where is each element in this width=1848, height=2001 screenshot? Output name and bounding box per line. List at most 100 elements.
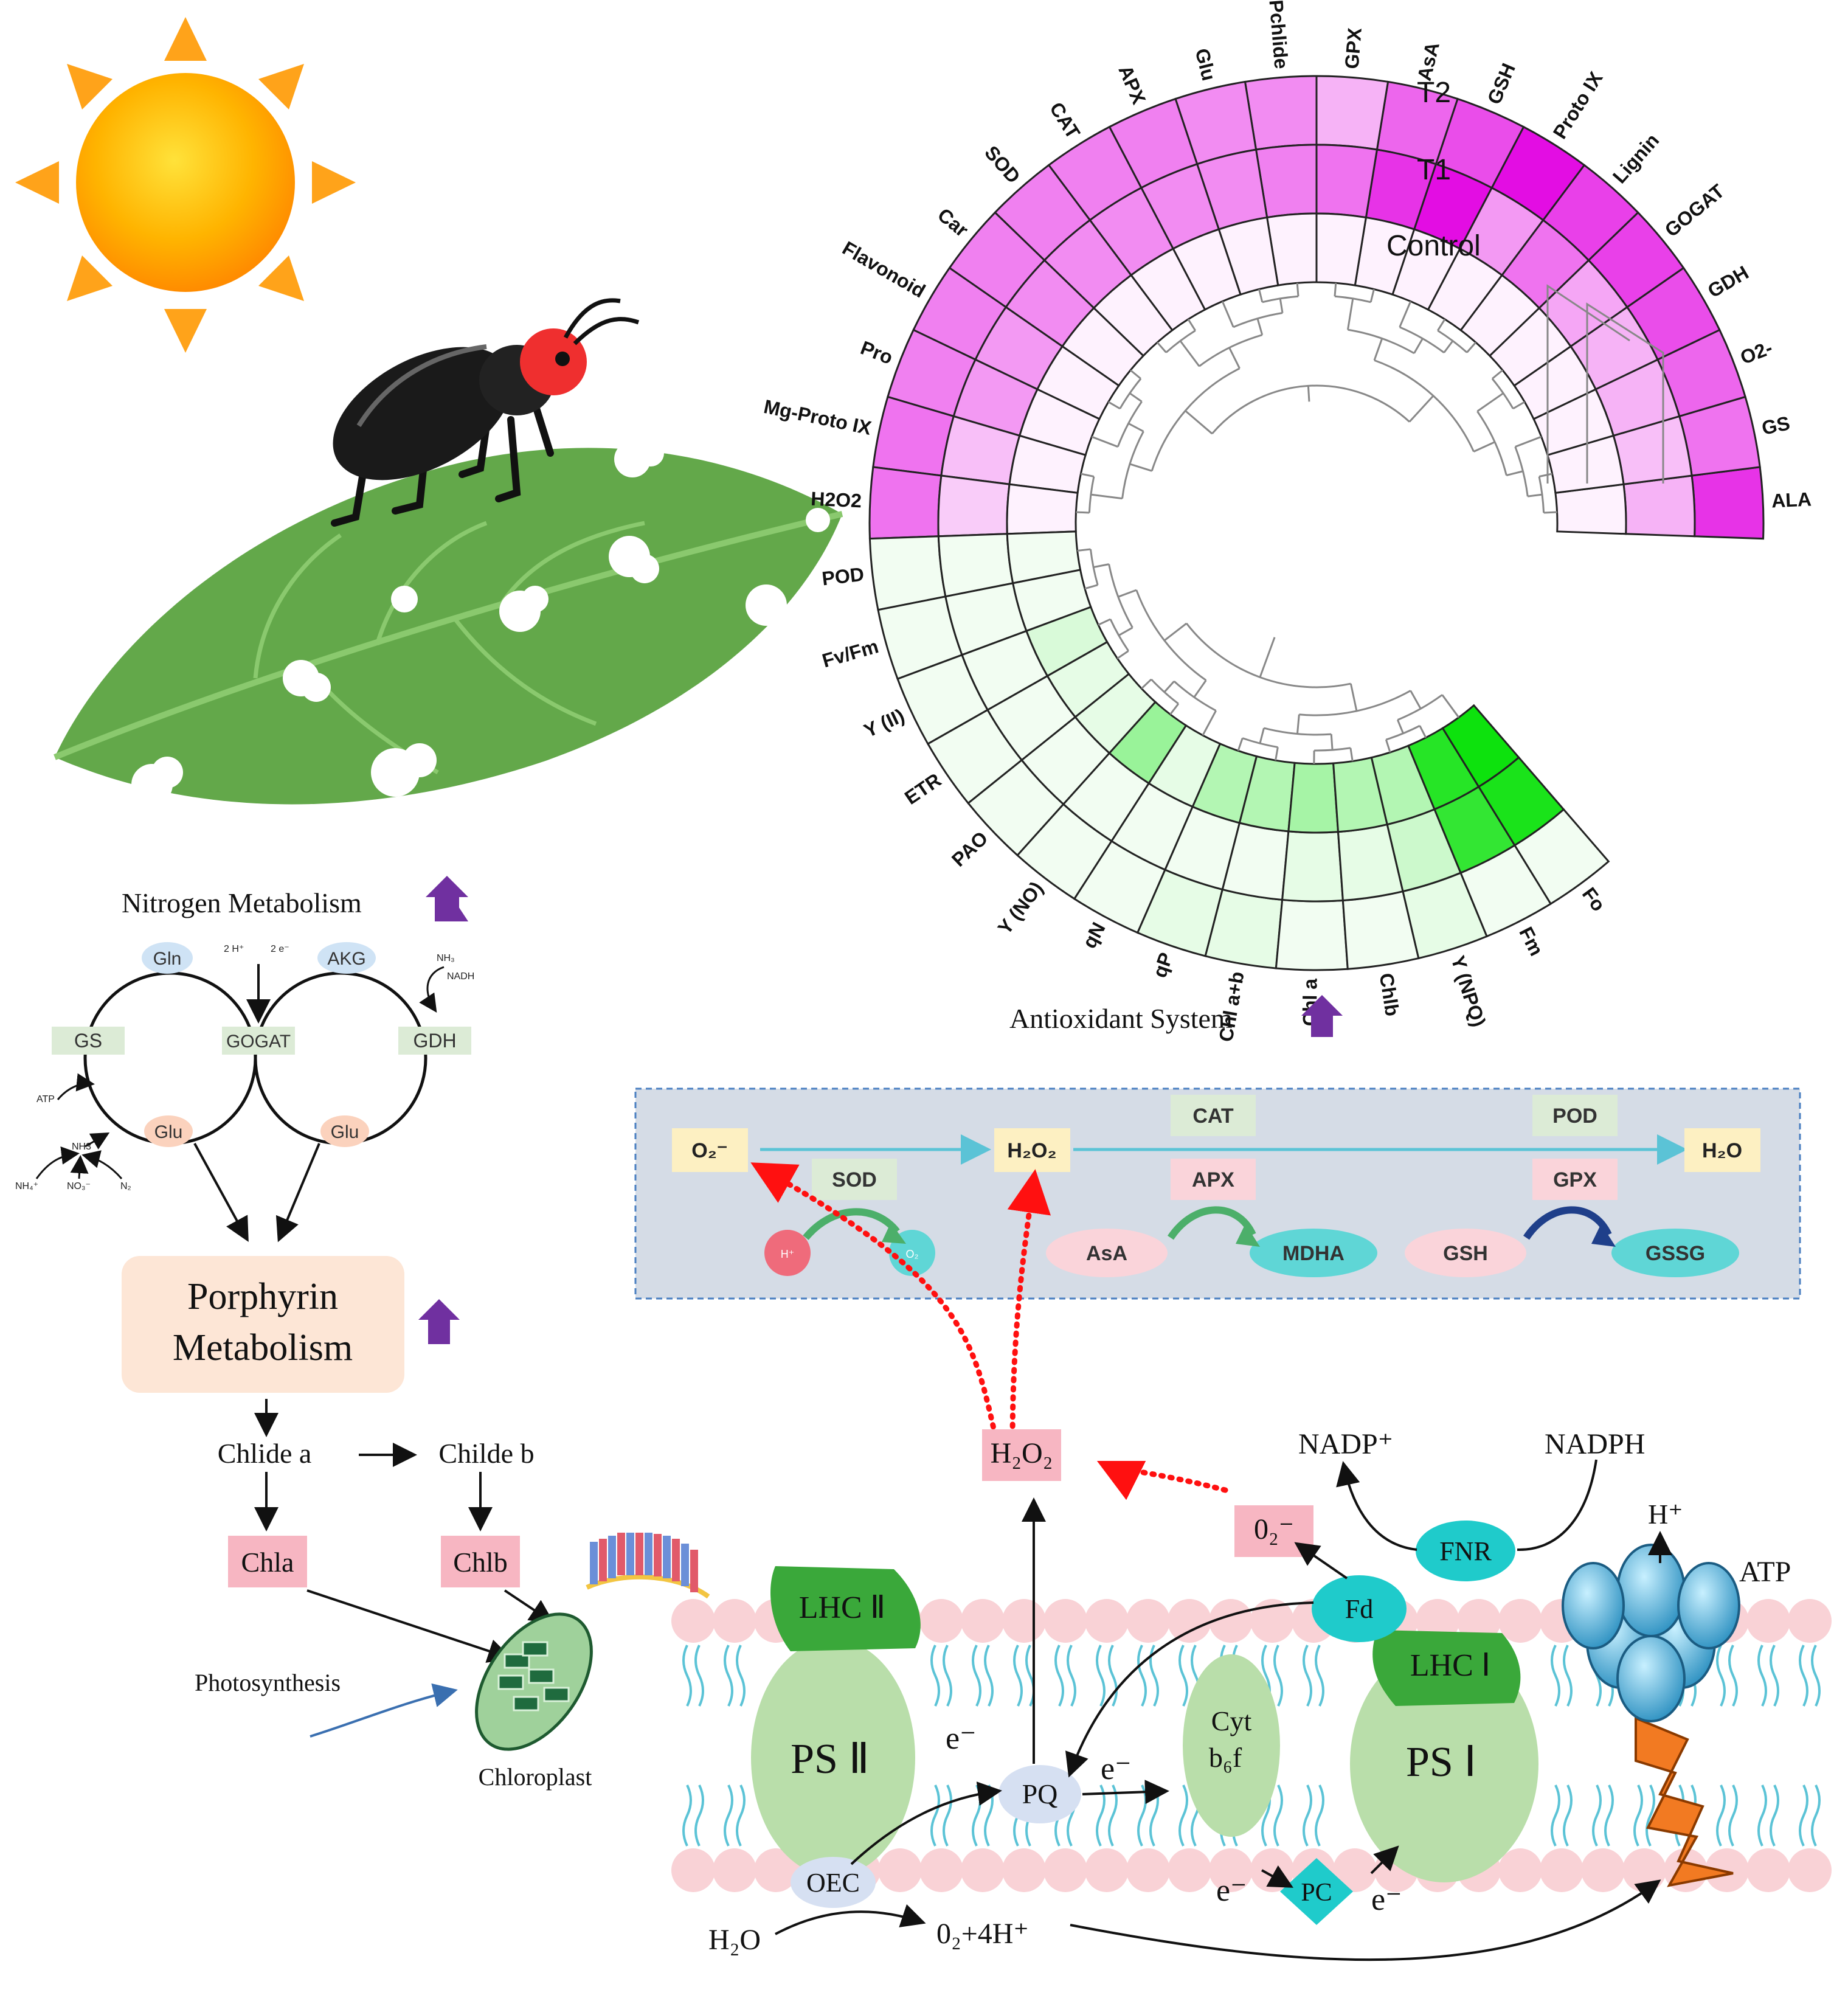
cat-enzyme: CAT [1192, 1105, 1234, 1128]
atp-label: ATP [36, 1094, 55, 1105]
h2o2-node: H₂O₂ [1007, 1139, 1056, 1162]
heatmap-variable-label: Fm [1515, 923, 1548, 959]
two-h-label: 2 H⁺ [224, 944, 244, 954]
heatmap-cell [1275, 898, 1349, 971]
chlide-a-label: Chlide a [218, 1438, 312, 1469]
up-arrow-icon [418, 1299, 460, 1344]
heatmap-variable-label: qP [1148, 950, 1177, 980]
photosystem-complexes: LHC Ⅱ PS Ⅱ OEC PQ Cyt b₆f PC LHC Ⅰ PS Ⅰ … [751, 1521, 1740, 1925]
ring-label-t2: T2 [1417, 77, 1451, 109]
heatmap-cell [1287, 761, 1340, 834]
heatmap-variable-label: SOD [980, 142, 1025, 188]
cyt-label-line2: b₆f [1209, 1742, 1242, 1773]
heatmap-cell [1315, 75, 1389, 151]
n2-label: N₂ [120, 1181, 131, 1191]
sun-icon [15, 17, 356, 353]
apx-enzyme: APX [1192, 1168, 1234, 1191]
lhc2-label: LHC Ⅱ [799, 1590, 886, 1625]
electron-label-1: e⁻ [946, 1721, 977, 1756]
pq-label: PQ [1022, 1778, 1058, 1809]
gssg-node: GSSG [1646, 1242, 1705, 1265]
chla-label: Chla [241, 1547, 294, 1578]
nadp-label: NADP⁺ [1298, 1428, 1393, 1460]
heatmap-variable-label: Lignin [1608, 130, 1663, 188]
heatmap-variable-label: APX [1114, 62, 1150, 108]
chloroplast-icon [475, 1612, 593, 1751]
fd-label: Fd [1345, 1594, 1373, 1624]
heatmap-variable-label: POD [821, 563, 865, 590]
pc-label: PC [1301, 1879, 1332, 1907]
fnr-label: FNR [1439, 1536, 1492, 1566]
chloroplast-label: Chloroplast [479, 1763, 592, 1791]
heatmap-variable-label: Fo [1578, 883, 1610, 915]
nh3-label: NH3 [72, 1142, 91, 1152]
thylakoid-membrane-icon [586, 1533, 710, 1599]
porphyrin-title-line2: Metabolism [173, 1327, 353, 1368]
nitrogen-metabolism-panel: Nitrogen Metabolism Gln AKG 2 H⁺ 2 e⁻ NH… [15, 876, 474, 1243]
up-arrow-icon [438, 888, 468, 921]
nh4-label: NH₄⁺ [15, 1181, 38, 1191]
heatmap-variable-label: O2- [1737, 336, 1776, 369]
heatmap-cell [1315, 144, 1379, 219]
heatmap-variable-label: H2O2 [811, 488, 862, 512]
heatmap-cell [868, 466, 943, 540]
akg-label: AKG [327, 949, 365, 969]
photosynthesis-label: Photosynthesis [195, 1669, 341, 1696]
heatmap-cell [1006, 483, 1079, 535]
o2-minus-label: 0₂⁻ [1254, 1513, 1294, 1545]
heatmap-variable-label: qN [1078, 918, 1110, 952]
dendrogram [1076, 283, 1664, 764]
h2o2-membrane-label: H₂O₂ [991, 1437, 1053, 1469]
nitrogen-title: Nitrogen Metabolism [122, 887, 362, 918]
heatmap-cell [1441, 704, 1520, 788]
ring-label-control: Control [1386, 230, 1481, 262]
electron-flow-arrows [775, 1459, 1672, 1961]
electron-label-2: e⁻ [1101, 1752, 1132, 1786]
gdh-label: GDH [413, 1030, 456, 1052]
sod-enzyme: SOD [832, 1168, 877, 1191]
mdha-node: MDHA [1282, 1242, 1344, 1265]
h2o-bottom-label: H₂O [708, 1924, 761, 1956]
heatmap-variable-label: GDH [1704, 262, 1753, 302]
heatmap-variable-label: Pchlide [1265, 0, 1292, 70]
porphyrin-title-line1: Porphyrin [187, 1276, 338, 1317]
gpx-enzyme: GPX [1553, 1168, 1597, 1191]
electron-label-4: e⁻ [1371, 1882, 1402, 1917]
heatmap-variable-label: GPX [1341, 27, 1366, 70]
cyt-label-line1: Cyt [1211, 1705, 1252, 1736]
heatmap-variable-label: Fv/Fm [820, 635, 881, 671]
ros-flow-arrows [750, 1162, 1228, 1500]
heatmap-cell [1691, 466, 1765, 540]
atp-synthase-icon [1562, 1544, 1740, 1887]
leaf-illustration [54, 440, 843, 805]
electron-label-3: e⁻ [1216, 1873, 1247, 1908]
porphyrin-panel: Porphyrin Metabolism Chlide a Childe b C… [122, 1256, 710, 1791]
heatmap-variable-label: GOGAT [1661, 179, 1729, 241]
heatmap-variable-label: Y (NPQ) [1447, 953, 1490, 1030]
hplus-atp-label: H⁺ [1648, 1499, 1683, 1530]
antioxidant-panel: Antioxidant System O₂⁻ H₂O₂ H₂O CAT POD … [634, 995, 1801, 1300]
oec-label: OEC [806, 1868, 860, 1898]
nadh-label: NADH [447, 971, 474, 982]
gogat-label: GOGAT [226, 1032, 291, 1052]
heatmap-variable-label: Car [933, 204, 972, 241]
heatmap-cell [1622, 474, 1696, 538]
ring-label-t1: T1 [1417, 154, 1451, 186]
heatmap-variable-label: ETR [901, 769, 945, 809]
gsh-node: GSH [1443, 1242, 1488, 1265]
up-arrow-icon [426, 876, 468, 921]
heatmap-variable-label: Chlb [1376, 972, 1403, 1018]
nh3-top-label: NH₃ [437, 953, 455, 963]
heatmap-variable-label: Flavonoid [839, 237, 929, 302]
o2-radical-node: O₂⁻ [691, 1139, 728, 1162]
h2o-node: H₂O [1702, 1139, 1742, 1162]
hplus-small: H⁺ [781, 1248, 795, 1260]
heatmap-variable-label: PAO [947, 827, 992, 871]
pod-enzyme: POD [1552, 1105, 1597, 1128]
chlb-label: Chlb [453, 1547, 507, 1578]
o2-4h-label: 0₂+4H⁺ [936, 1918, 1029, 1950]
gln-label: Gln [153, 949, 182, 969]
asa-node: AsA [1086, 1242, 1127, 1265]
